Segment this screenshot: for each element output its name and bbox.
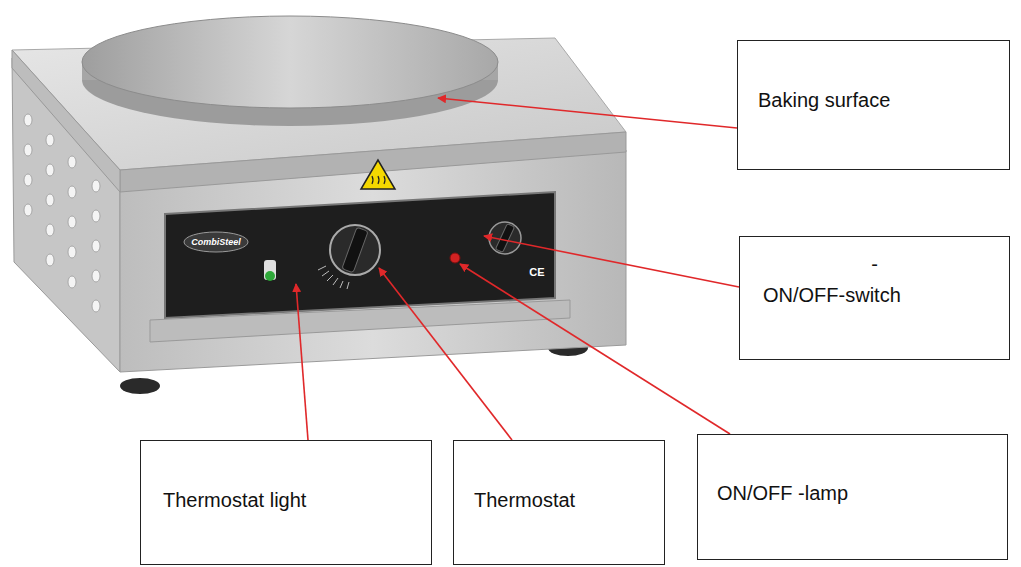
callout-box: ON/OFF -lamp bbox=[697, 434, 1008, 560]
callout-label: - bbox=[871, 253, 878, 276]
controls bbox=[184, 222, 521, 289]
panel-lip bbox=[150, 300, 570, 342]
thermostat-lamp bbox=[265, 271, 275, 281]
leader-lines bbox=[296, 98, 739, 440]
baking-plate bbox=[82, 16, 498, 126]
leader-line bbox=[460, 264, 730, 434]
switch-grip bbox=[495, 224, 514, 253]
knob-grip bbox=[342, 227, 368, 272]
mark-label: CE bbox=[529, 267, 544, 278]
plate-top bbox=[82, 16, 498, 108]
control-panel bbox=[165, 192, 555, 318]
leader-line bbox=[379, 268, 512, 440]
callout-label: ON/OFF -lamp bbox=[717, 482, 848, 505]
power-lamp bbox=[450, 253, 460, 263]
leader-line bbox=[296, 284, 308, 440]
warning-sign bbox=[361, 160, 395, 189]
callout-label: ON/OFF-switch bbox=[763, 284, 901, 307]
brand-label: CombiSteel bbox=[191, 238, 241, 247]
leader-line bbox=[484, 236, 739, 287]
callout-box: Thermostat bbox=[453, 440, 665, 565]
heat-symbol bbox=[372, 176, 385, 184]
callout-box: Baking surface bbox=[737, 40, 1010, 170]
callout-label: Thermostat bbox=[474, 489, 575, 512]
callout-label: Baking surface bbox=[758, 89, 890, 112]
warning-triangle bbox=[361, 160, 395, 189]
brand-badge bbox=[184, 232, 248, 252]
top-edge bbox=[120, 132, 626, 192]
foot bbox=[120, 378, 160, 394]
callout-box: Thermostat light bbox=[140, 440, 432, 565]
leader-line bbox=[438, 98, 737, 128]
callout-box: - ON/OFF-switch bbox=[739, 236, 1010, 360]
callout-label: Thermostat light bbox=[163, 489, 306, 512]
thermostat-knob bbox=[330, 225, 380, 275]
light-holder bbox=[264, 260, 276, 280]
